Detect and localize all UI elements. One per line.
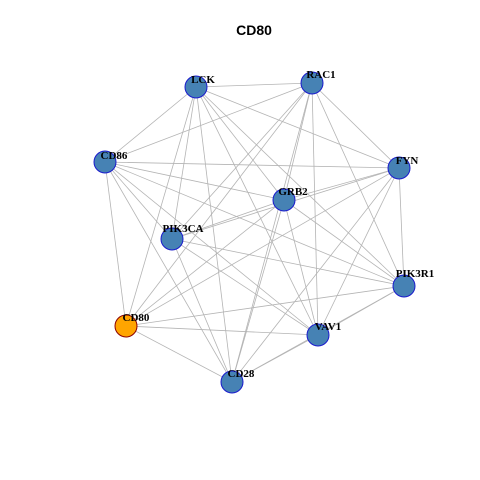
node-circle: [220, 370, 244, 394]
node-circle: [392, 274, 416, 298]
node-label: FYN: [396, 155, 419, 167]
node-rac1: RAC1: [300, 69, 336, 95]
node-circle: [114, 314, 138, 338]
edge-lck-cd86: [104, 86, 197, 163]
node-label: PIK3CA: [163, 223, 204, 235]
node-vav1: VAV1: [306, 321, 342, 347]
node-circle: [300, 71, 324, 95]
edge-grb2-cd80: [125, 199, 285, 327]
node-pik3ca: PIK3CA: [160, 223, 204, 251]
node-label: GRB2: [278, 186, 308, 198]
node-label: CD80: [123, 312, 150, 324]
node-circle: [160, 227, 184, 251]
edge-rac1-pik3ca: [171, 82, 313, 240]
edge-grb2-vav1: [283, 199, 319, 336]
edge-lck-rac1: [195, 82, 313, 88]
edge-cd86-grb2: [104, 161, 285, 201]
edge-lck-pik3r1: [195, 86, 405, 287]
node-label: RAC1: [306, 69, 335, 81]
edge-vav1-cd28: [231, 334, 319, 383]
node-circle: [93, 150, 117, 174]
edge-cd80-cd28: [125, 325, 233, 383]
edge-rac1-fyn: [311, 82, 400, 169]
node-cd28: CD28: [220, 368, 255, 394]
edge-pik3ca-cd28: [171, 238, 233, 383]
edge-rac1-grb2: [283, 82, 313, 201]
node-fyn: FYN: [387, 155, 419, 180]
edge-rac1-cd80: [125, 82, 313, 327]
node-cd86: CD86: [93, 150, 128, 174]
edge-lck-cd80: [125, 86, 197, 327]
edge-lck-pik3ca: [171, 86, 197, 240]
edge-grb2-pik3r1: [283, 199, 405, 287]
node-cd80: CD80: [114, 312, 150, 338]
edge-fyn-vav1: [317, 167, 400, 336]
edge-pik3ca-pik3r1: [171, 238, 405, 287]
edge-fyn-grb2: [283, 167, 400, 201]
edge-lck-vav1: [195, 86, 319, 336]
edge-rac1-cd86: [104, 82, 313, 163]
node-circle: [184, 75, 208, 99]
edge-rac1-vav1: [311, 82, 319, 336]
edge-fyn-cd28: [231, 167, 400, 383]
node-pik3r1: PIK3R1: [392, 268, 435, 298]
node-lck: LCK: [184, 74, 215, 99]
node-label: CD28: [228, 368, 255, 380]
node-circle: [306, 323, 330, 347]
edge-rac1-pik3r1: [311, 82, 405, 287]
edge-pik3ca-vav1: [171, 238, 319, 336]
edge-cd80-vav1: [125, 325, 319, 336]
edge-lck-fyn: [195, 86, 400, 169]
node-circle: [272, 188, 296, 212]
edge-pik3r1-cd80: [125, 285, 405, 327]
node-label: CD86: [101, 150, 128, 162]
edge-grb2-cd28: [231, 199, 285, 383]
edge-fyn-pik3r1: [398, 167, 405, 287]
node-label: LCK: [191, 74, 215, 86]
edge-rac1-cd28: [231, 82, 313, 383]
node-circle: [387, 156, 411, 180]
edge-lck-cd28: [195, 86, 233, 383]
edge-lck-grb2: [195, 86, 285, 201]
edge-cd86-cd80: [104, 161, 127, 327]
edge-cd86-fyn: [104, 161, 400, 169]
edge-cd86-pik3ca: [104, 161, 173, 240]
edge-grb2-pik3ca: [171, 199, 285, 240]
edge-cd86-cd28: [104, 161, 233, 383]
node-label: PIK3R1: [396, 268, 435, 280]
node-grb2: GRB2: [272, 186, 308, 212]
edges-layer: [104, 82, 405, 383]
diagram-title: CD80: [236, 22, 272, 38]
edge-cd86-vav1: [104, 161, 319, 336]
edge-fyn-cd80: [125, 167, 400, 327]
node-label: VAV1: [315, 321, 342, 333]
